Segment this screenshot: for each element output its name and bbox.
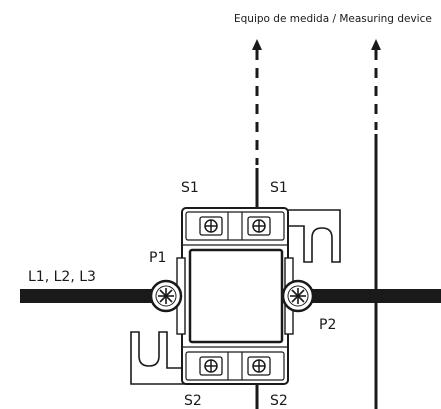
terminal-screw-s2-left	[199, 356, 223, 376]
measuring-device-label: Equipo de medida / Measuring device	[234, 13, 432, 25]
primary-screw-p1	[149, 279, 183, 313]
primary-conductor-right	[290, 289, 441, 303]
signal-wire-left	[252, 39, 262, 409]
primary-conductor-left	[20, 289, 170, 303]
display-window	[188, 248, 284, 344]
label-line-conductors: L1, L2, L3	[28, 269, 96, 285]
terminal-screw-s1-right	[247, 216, 271, 236]
arrow-up-icon	[371, 39, 381, 50]
label-s1-left: S1	[181, 180, 199, 196]
label-s2-left: S2	[184, 393, 202, 409]
terminal-screw-s2-right	[247, 356, 271, 376]
mounting-clip-top	[285, 209, 341, 263]
mounting-clip-bottom	[130, 331, 186, 385]
signal-wire-right	[371, 39, 381, 409]
arrow-up-icon	[252, 39, 262, 50]
label-p2: P2	[319, 317, 336, 333]
label-s1-right: S1	[270, 180, 288, 196]
terminal-screw-s1-left	[199, 216, 223, 236]
label-s2-right: S2	[270, 393, 288, 409]
current-transformer-body	[176, 207, 294, 385]
label-p1: P1	[149, 250, 166, 266]
primary-screw-p2	[281, 279, 315, 313]
